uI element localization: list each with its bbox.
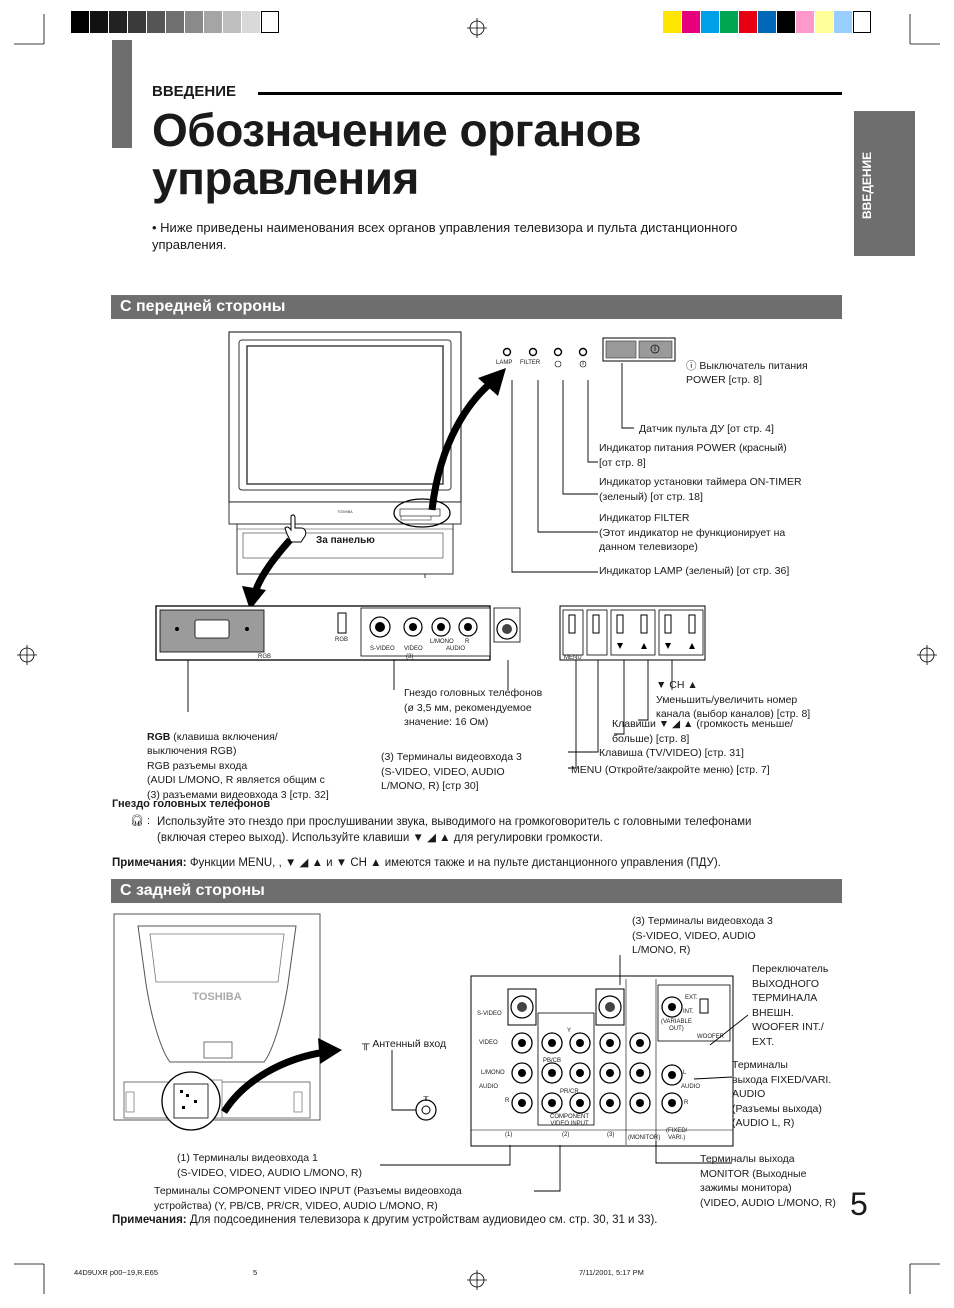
antenna-icon: ╥ [362, 1038, 373, 1050]
antenna-label: ╥ Антенный вход [362, 1038, 446, 1050]
panel-component: COMPONENT VIDEO INPUT [550, 1114, 589, 1127]
panel-fixed: (FIXED/ VARI.) [666, 1128, 688, 1141]
intro-text: • Ниже приведены наименования всех орган… [152, 220, 738, 252]
input3-small-label: (3) [406, 654, 414, 660]
behind-panel-label: За панелью [316, 535, 375, 546]
rgb-key-text: (клавиша включения/ выключения RGB) RGB … [147, 730, 329, 801]
rgb-key-bold: RGB [147, 730, 171, 743]
svideo-small-label: S-VIDEO [370, 646, 395, 652]
panel-lmono: L/MONO [481, 1070, 505, 1076]
section-rule [258, 92, 842, 95]
panel-r: R [505, 1098, 510, 1104]
audio-small-label: AUDIO [446, 646, 466, 652]
rear-zoom-ellipse [161, 1071, 221, 1131]
panel-1: (1) [505, 1132, 513, 1138]
power-switch-text: Выключатель питания POWER [стр. 8] [686, 360, 808, 386]
front-heading: С передней стороны [111, 295, 842, 319]
rear-input3-label: (3) Терминалы видеовхода 3 (S-VIDEO, VID… [632, 915, 773, 956]
woofer-switch-label: Переключатель ВЫХОДНОГО ТЕРМИНАЛА ВНЕШН.… [752, 963, 829, 1048]
power-switch-illustration [602, 337, 676, 362]
header-accent-bar [112, 40, 132, 148]
power-indicator-label: Индикатор питания POWER (красный) [от ст… [599, 442, 787, 469]
tv-video-key-label: Клавиша (TV/VIDEO) [стр. 31] [599, 747, 744, 759]
hand-pointer-icon [284, 514, 307, 543]
rgb-small-label: RGB [335, 637, 349, 643]
panel-r2: R [684, 1100, 689, 1106]
footer-file: 44D9UXR p00~19,R.E65 [74, 1268, 159, 1277]
svg-text:TOSHIBA: TOSHIBA [337, 510, 353, 514]
headphone-text: Используйте это гнездо при прослушивании… [157, 816, 752, 844]
lamp-small-label: LAMP [496, 360, 513, 366]
antenna-text: Антенный вход [372, 1038, 447, 1050]
rear-note: Примечания: Для подсоединения телевизора… [112, 1214, 658, 1226]
panel-pr: PR/CR [560, 1089, 579, 1095]
filter-small-label: FILTER [520, 360, 541, 366]
fixed-vari-label: Терминалы выхода FIXED/VARI. AUDIO (Разъ… [732, 1059, 832, 1129]
monitor-out-label: Терминалы выхода MONITOR (Выходные зажим… [700, 1153, 836, 1209]
input3-terminals-label: (3) Терминалы видеовхода 3 (S-VIDEO, VID… [381, 751, 522, 792]
rear-heading: С задней стороны [111, 879, 842, 903]
footer-page: 5 [253, 1268, 258, 1277]
r-small-label: R [465, 639, 470, 645]
page-number: 5 [850, 1186, 868, 1222]
timer-indicator-label: Индикатор установки таймера ON-TIMER (зе… [599, 476, 802, 503]
side-tab-label: ВВЕДЕНИЕ [860, 151, 874, 219]
front-indicator-row [502, 347, 588, 368]
remote-sensor-label: Датчик пульта ДУ [от стр. 4] [639, 423, 774, 435]
front-bottom-leaders [187, 660, 673, 769]
front-note: Примечания: Функции MENU, , ▼ ◢ ▲ и ▼ CH… [112, 855, 721, 869]
panel-y: Y [567, 1028, 572, 1034]
panel-audio2: AUDIO [681, 1084, 701, 1090]
front-connector-panel [155, 605, 706, 661]
rear-connector-panel [470, 975, 734, 1147]
antenna-jack: ╥ [391, 1050, 437, 1121]
filter-indicator-label: Индикатор FILTER (Этот индикатор не функ… [599, 512, 786, 553]
front-arrows [242, 368, 506, 610]
svg-text:TOSHIBA: TOSHIBA [192, 991, 241, 1003]
panel-monitor: (MONITOR) [628, 1135, 661, 1141]
menu-key-label: MENU (Откройте/закройте меню) [стр. 7] [571, 764, 770, 776]
panel-svideo: S-VIDEO [477, 1011, 502, 1017]
side-tab: ВВЕДЕНИЕ [854, 111, 915, 256]
headphone-icon: 🎧︎ : [130, 815, 151, 827]
rgb-input-label: RGB [258, 654, 272, 660]
panel-pb: PB/CB [543, 1058, 562, 1064]
rear-arrow [221, 1038, 342, 1114]
page-title-line2: управления [152, 152, 419, 204]
front-leader-lines [511, 363, 634, 573]
panel-2: (2) [562, 1132, 570, 1138]
panel-variable: (VARIABLE OUT) [661, 1019, 692, 1032]
page-title-line1: Обозначение органов [152, 104, 642, 156]
panel-l: L [683, 1070, 687, 1076]
headphone-title: Гнездо головных телефонов [112, 798, 271, 810]
footer-date: 7/11/2001, 5:17 PM [579, 1268, 644, 1277]
front-note-label: Примечания: [112, 857, 187, 869]
svg-text:╥: ╥ [423, 1094, 429, 1101]
panel-3: (3) [607, 1132, 615, 1138]
panel-ext: EXT. [685, 995, 698, 1001]
front-zoom-ellipse [393, 498, 451, 528]
panel-int: INT. [683, 1009, 694, 1015]
rear-leader-lines [380, 955, 749, 1192]
power-symbol-icon: ⓘ [686, 360, 700, 372]
rear-note-label: Примечания: [112, 1214, 187, 1226]
menu-small-label: MENU [564, 655, 582, 661]
channel-keys-label: ▼ CH ▲ Уменьшить/увеличить номер канала … [656, 679, 811, 720]
rear-note-text: Для подсоединения телевизора к другим ус… [189, 1214, 658, 1226]
panel-video: VIDEO [479, 1040, 498, 1046]
section-label: ВВЕДЕНИЕ [152, 83, 236, 100]
volume-keys-label: Клавиши ▼ ◢ ▲ (громкость меньше/ больше)… [612, 718, 794, 745]
lamp-indicator-label: Индикатор LAMP (зеленый) [от стр. 36] [599, 565, 790, 577]
headphone-jack-label: Гнездо головных телефонов (ø 3,5 мм, рек… [404, 687, 543, 728]
panel-audio: AUDIO [479, 1084, 499, 1090]
front-note-text: Функции MENU, , ▼ ◢ ▲ и ▼ CH ▲ имеются т… [189, 857, 721, 869]
power-switch-label: ⓘ Выключатель питания POWER [стр. 8] [686, 345, 808, 387]
component-label: Терминалы COMPONENT VIDEO INPUT (Разъемы… [154, 1185, 462, 1212]
input1-label: (1) Терминалы видеовхода 1 (S-VIDEO, VID… [177, 1152, 362, 1179]
panel-woofer: WOOFER [697, 1034, 724, 1040]
lmono-small-label: L/MONO [430, 639, 454, 645]
rgb-key-label: RGB (клавиша включения/ выключения RGB) … [147, 715, 329, 802]
video-small-label: VIDEO [404, 646, 423, 652]
